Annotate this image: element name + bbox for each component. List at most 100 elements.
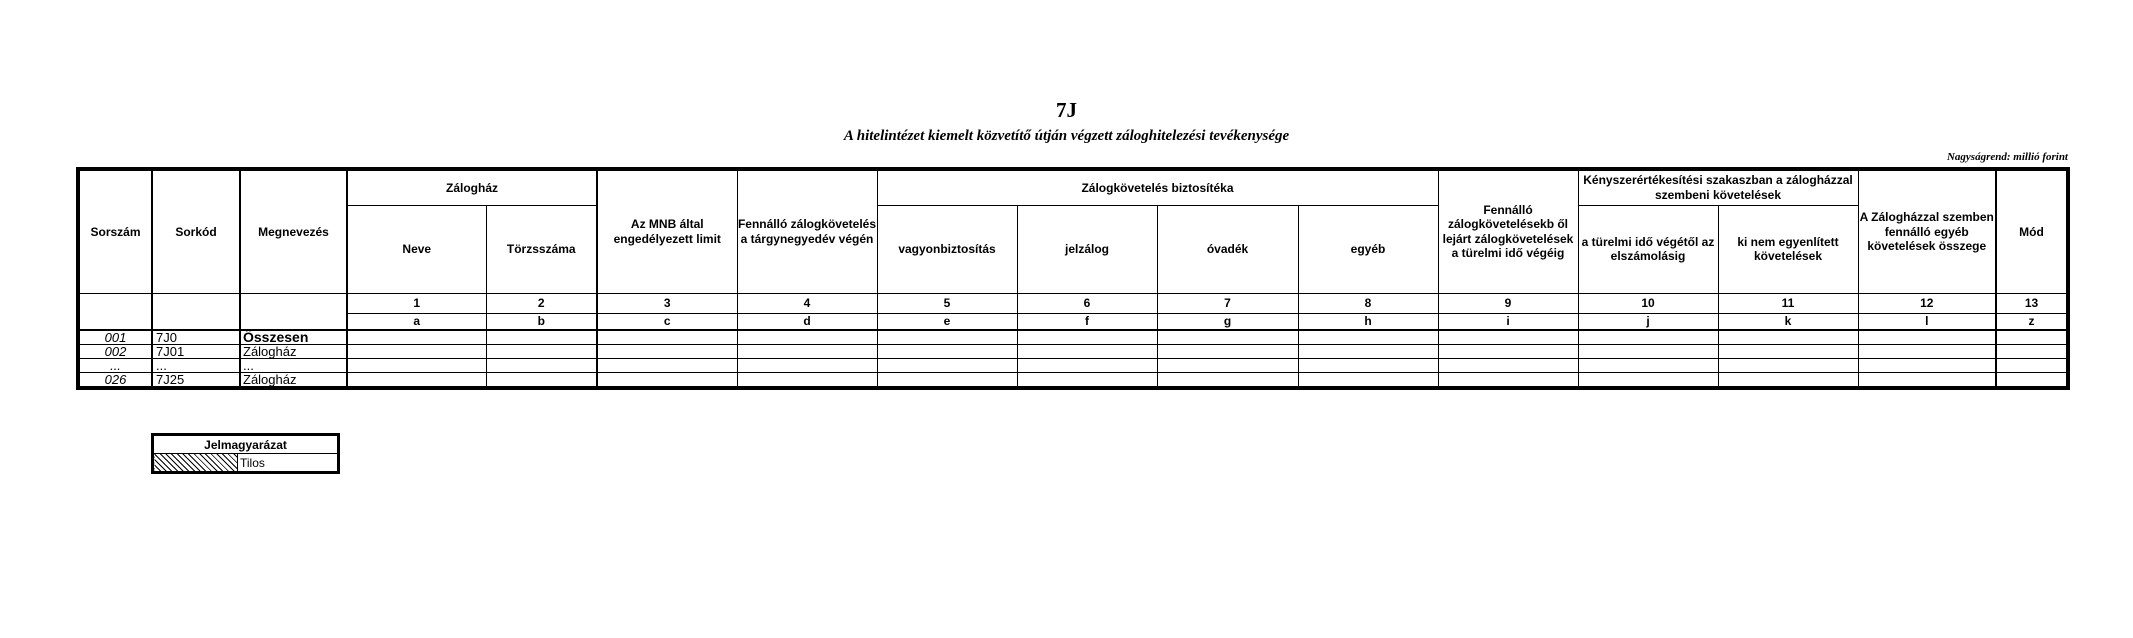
header-fennallo-targynegyedev: Fennálló zálogkövetelés a tárgynegyedév …: [736, 168, 878, 294]
table-cell[interactable]: [1577, 344, 1719, 359]
table-cell[interactable]: [1297, 372, 1439, 389]
header-kenyszer: Kényszerértékesítési szakaszban a zálogh…: [1577, 168, 1859, 206]
table-cell[interactable]: [1857, 372, 1997, 389]
table-cell[interactable]: [1857, 344, 1997, 359]
header-torzsszama: Törzsszáma: [485, 204, 598, 294]
row-megnevezes: Zálogház: [239, 372, 348, 389]
column-letter: l: [1857, 312, 1997, 331]
table-cell[interactable]: [485, 344, 598, 359]
table-cell[interactable]: [736, 372, 878, 389]
table-cell[interactable]: [346, 329, 487, 345]
column-letter: b: [485, 312, 598, 331]
column-number: 6: [1016, 292, 1158, 314]
header-row-1: Sorszám Sorkód Megnevezés Zálogház Az MN…: [77, 168, 2069, 294]
table-cell[interactable]: [736, 329, 878, 345]
table-cell[interactable]: [1437, 358, 1579, 373]
column-number: 12: [1857, 292, 1997, 314]
table-cell[interactable]: [1857, 358, 1997, 373]
table-cell[interactable]: [876, 372, 1018, 389]
table-cell[interactable]: [1437, 329, 1579, 345]
table-cell[interactable]: [1297, 329, 1439, 345]
table-cell[interactable]: [1156, 344, 1299, 359]
column-number: 10: [1577, 292, 1719, 314]
report-title: A hitelintézet kiemelt közvetítő útján v…: [843, 128, 1290, 144]
report-code: 7J: [1056, 98, 1077, 122]
table-cell[interactable]: [1577, 358, 1719, 373]
row-sorkod: 7J01: [151, 344, 241, 359]
column-letter: a: [346, 312, 487, 331]
header-turelmi-vegetol: a türelmi idő végétől az elszámolásig: [1577, 204, 1719, 294]
table-cell[interactable]: [736, 358, 878, 373]
table-cell[interactable]: [346, 372, 487, 389]
table-cell[interactable]: [1297, 344, 1439, 359]
table-cell[interactable]: [1717, 344, 1859, 359]
table-row: 026 7J25 Zálogház: [77, 372, 2069, 389]
table-cell[interactable]: [1156, 329, 1299, 345]
row-megnevezes: ...: [239, 358, 348, 373]
unit-label: Nagyságrend: millió forint: [1946, 151, 2068, 163]
table-cell[interactable]: [1297, 358, 1439, 373]
table-cell[interactable]: [1016, 329, 1158, 345]
index-blank: [239, 292, 348, 331]
table-cell[interactable]: [1717, 372, 1859, 389]
row-sorkod: 7J25: [151, 372, 241, 389]
table-cell[interactable]: [485, 372, 598, 389]
header-biztositeka: Zálogkövetelés biztosítéka: [876, 168, 1439, 206]
table-cell[interactable]: [1016, 358, 1158, 373]
row-megnevezes: Zálogház: [239, 344, 348, 359]
column-letter: e: [876, 312, 1018, 331]
table-cell[interactable]: [485, 358, 598, 373]
table-cell[interactable]: [876, 329, 1018, 345]
table-cell[interactable]: [596, 358, 738, 373]
row-sorkod: ...: [151, 358, 241, 373]
table-cell[interactable]: [596, 329, 738, 345]
table-cell[interactable]: [1156, 358, 1299, 373]
table-cell[interactable]: [596, 372, 738, 389]
header-sorkod: Sorkód: [151, 168, 241, 294]
table-cell[interactable]: [876, 358, 1018, 373]
table-cell[interactable]: [1016, 372, 1158, 389]
table-cell[interactable]: [1577, 329, 1719, 345]
row-sorszam: 001: [77, 329, 153, 345]
table-cell[interactable]: [1156, 372, 1299, 389]
column-letter-row: a b c d e f g h i j k l z: [78, 312, 2069, 331]
table-cell[interactable]: [1717, 358, 1859, 373]
header-ki-nem-egyenlitett: ki nem egyenlített követelések: [1717, 204, 1859, 294]
column-letter: h: [1297, 312, 1439, 331]
table-cell[interactable]: [1995, 329, 2069, 345]
header-egyeb: egyéb: [1297, 204, 1439, 294]
table-cell[interactable]: [1995, 344, 2069, 359]
header-vagyonbiztositas: vagyonbiztosítás: [876, 204, 1018, 294]
table-cell[interactable]: [876, 344, 1018, 359]
table-cell[interactable]: [1437, 372, 1579, 389]
table-cell[interactable]: [736, 344, 878, 359]
table-row: 002 7J01 Zálogház: [77, 344, 2069, 359]
table-cell[interactable]: [1995, 372, 2069, 389]
table-cell[interactable]: [596, 344, 738, 359]
row-sorszam: ...: [77, 358, 153, 373]
column-letter: k: [1717, 312, 1859, 331]
table-cell[interactable]: [1016, 344, 1158, 359]
column-letter: d: [736, 312, 878, 331]
table-cell[interactable]: [1717, 329, 1859, 345]
table-cell[interactable]: [1857, 329, 1997, 345]
index-blank: [151, 292, 241, 331]
legend-table: Jelmagyarázat Tilos: [151, 433, 340, 474]
column-number: 8: [1297, 292, 1439, 314]
column-letter: g: [1156, 312, 1299, 331]
header-jelzalog: jelzálog: [1016, 204, 1158, 294]
column-number: 3: [596, 292, 738, 314]
table-cell[interactable]: [1437, 344, 1579, 359]
header-lejart: Fennálló zálogkövetelésekb ől lejárt zál…: [1437, 168, 1579, 294]
header-mnb-limit: Az MNB által engedélyezett limit: [596, 168, 738, 294]
header-mod: Mód: [1995, 168, 2069, 294]
table-cell[interactable]: [346, 358, 487, 373]
column-number: 5: [876, 292, 1018, 314]
column-letter: i: [1437, 312, 1579, 331]
table-cell[interactable]: [1995, 358, 2069, 373]
header-zaloghaz: Zálogház: [346, 168, 598, 206]
data-table: Sorszám Sorkód Megnevezés Zálogház Az MN…: [76, 167, 2070, 390]
table-cell[interactable]: [346, 344, 487, 359]
table-cell[interactable]: [1577, 372, 1719, 389]
table-cell[interactable]: [485, 329, 598, 345]
